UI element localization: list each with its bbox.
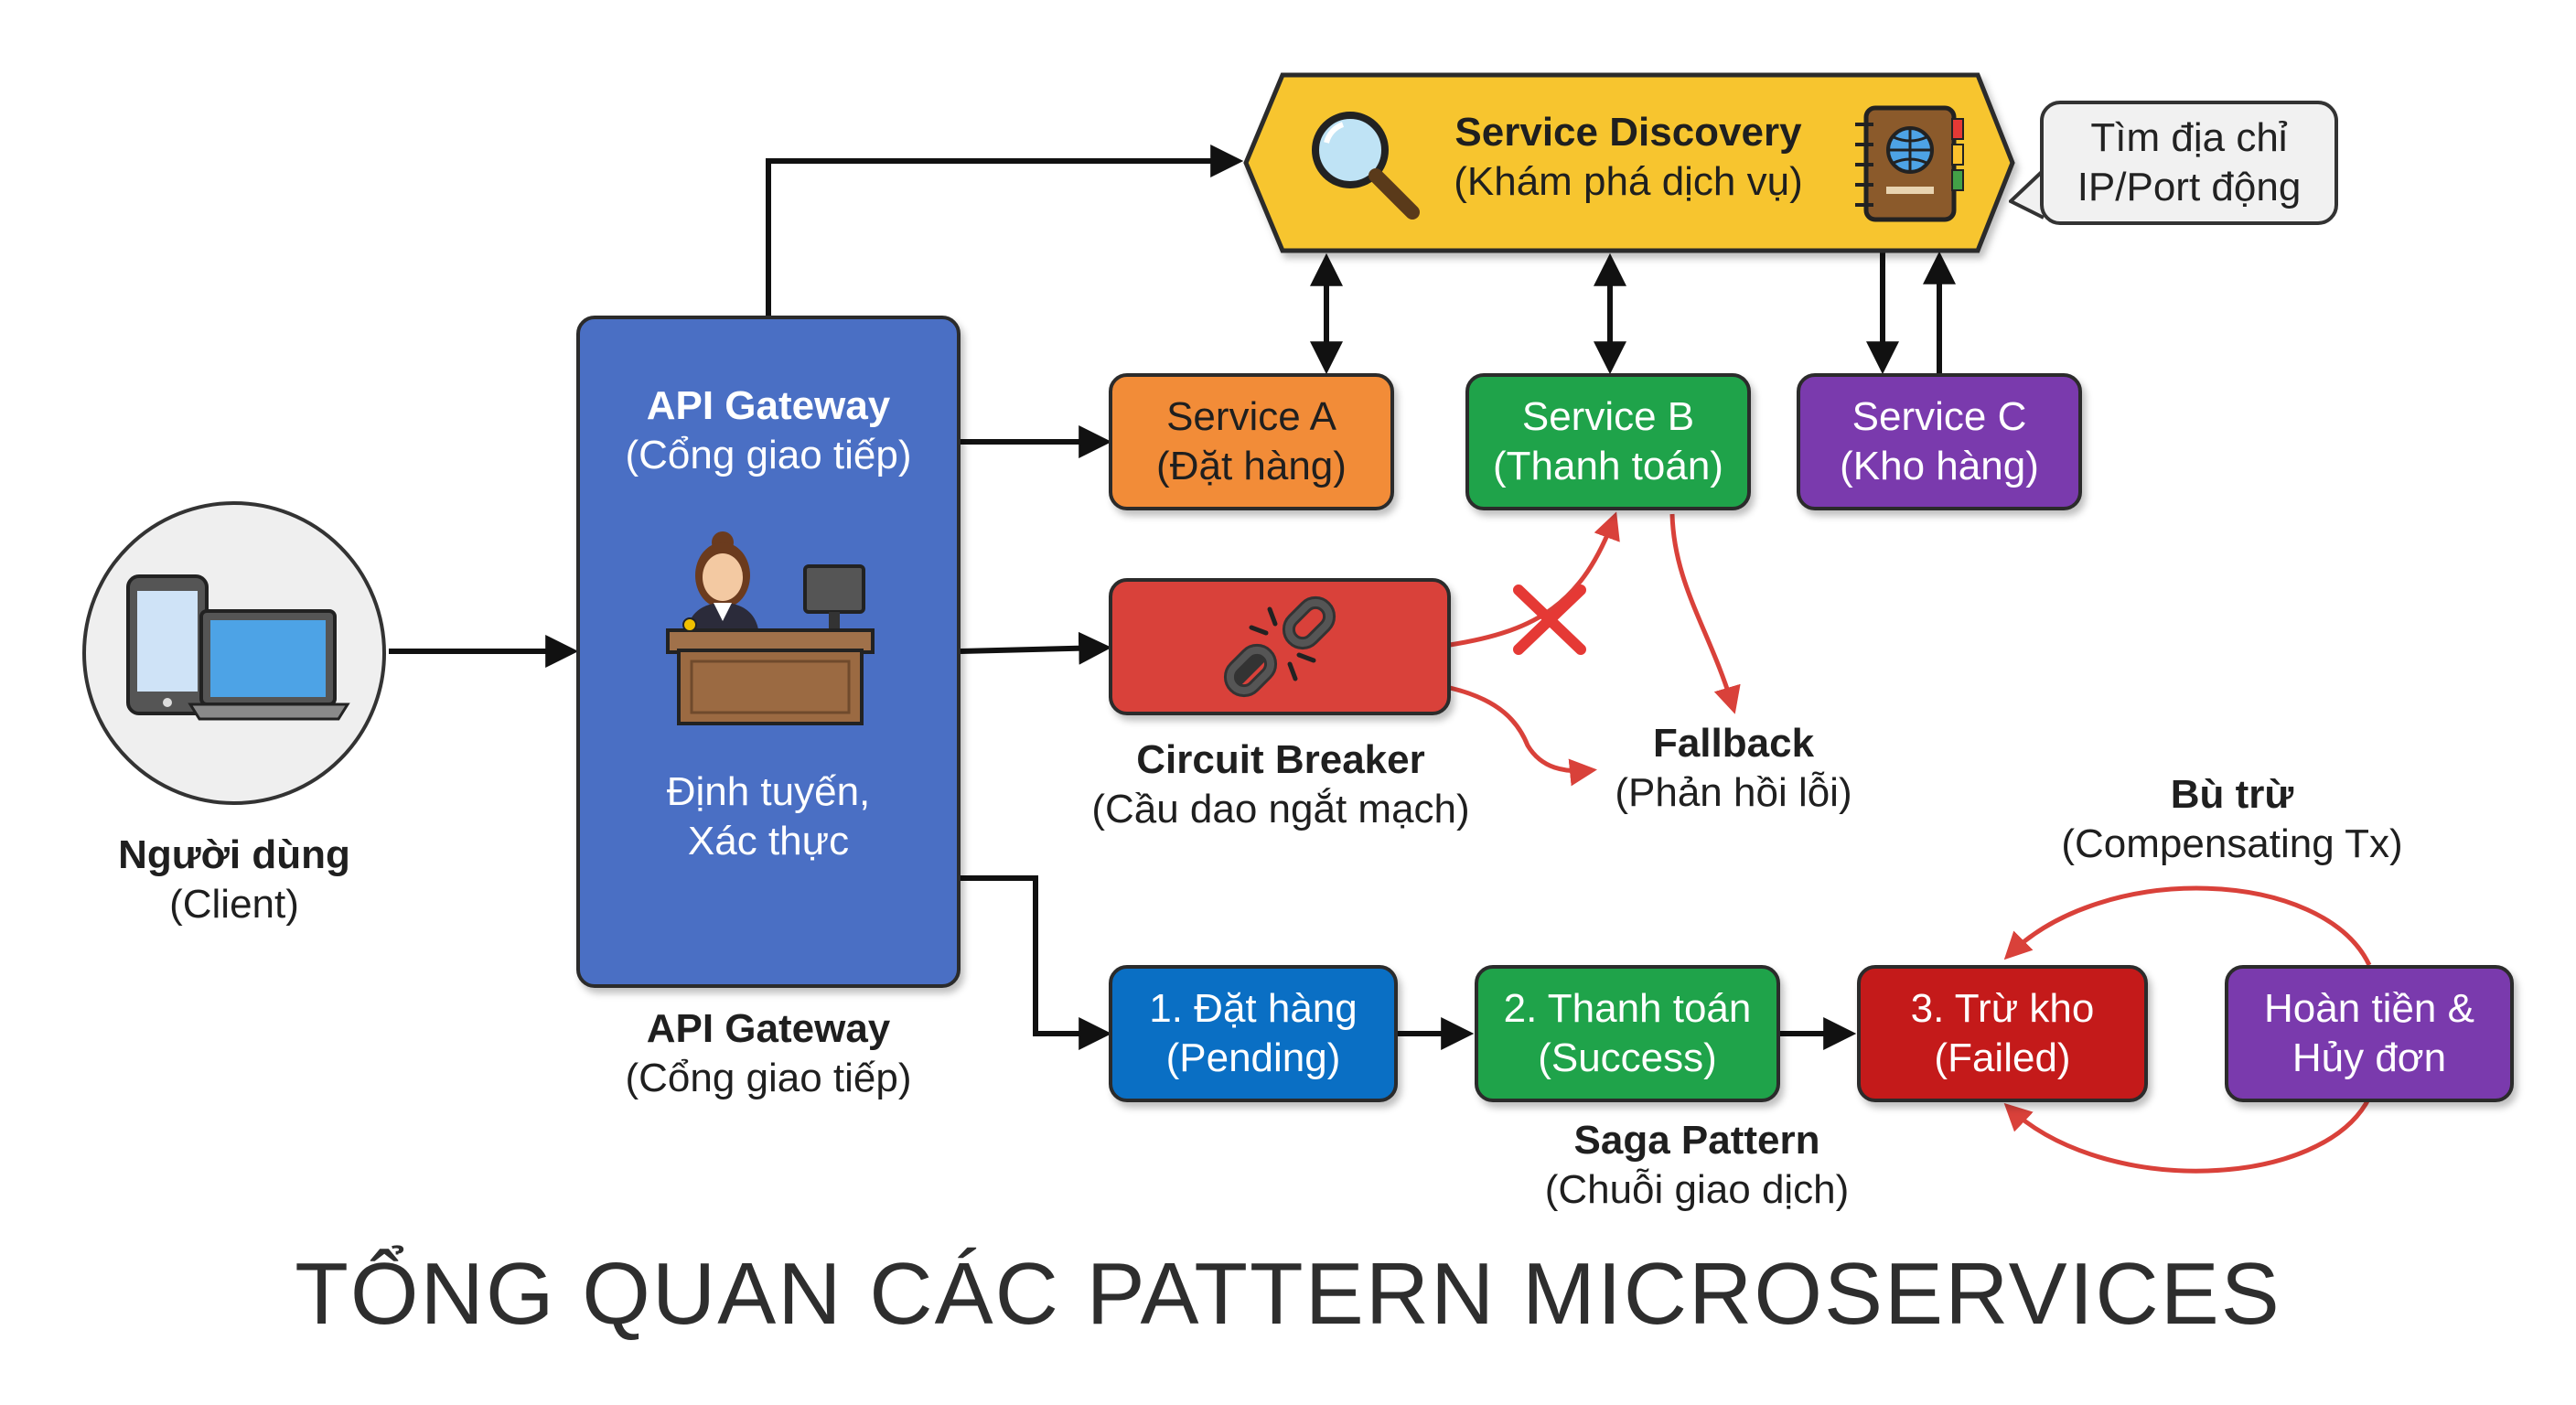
service-discovery-shape [1243,72,2015,253]
saga-title: Saga Pattern [1573,1118,1820,1163]
broken-chain-icon [1223,595,1336,698]
gateway-desc-line1: Định tuyến, [666,769,871,814]
address-book-icon [1855,105,1964,222]
service-b-name: Service B [1521,394,1695,439]
discovery-subtitle: (Khám phá dịch vụ) [1454,159,1803,204]
saga-step-1-box: 1. Đặt hàng (Pending) [1109,965,1398,1102]
service-a-box: Service A (Đặt hàng) [1109,373,1394,510]
saga-step-2-box: 2. Thanh toán (Success) [1475,965,1780,1102]
client-subtitle: (Client) [169,882,299,927]
circuit-breaker-box [1109,578,1451,715]
arrow-compensation-to-step-3-bottom [2003,1096,2372,1174]
saga-subtitle: (Chuỗi giao dịch) [1544,1167,1850,1212]
fallback-subtitle: (Phản hồi lỗi) [1615,770,1852,815]
service-a-name: Service A [1166,394,1336,439]
saga-step-2-line2: (Success) [1538,1035,1717,1080]
arrow-breaker-to-fallback [1449,685,1597,787]
circuit-breaker-label: Circuit Breaker (Cầu dao ngắt mạch) [1052,735,1509,834]
discovery-note-line2: IP/Port động [2077,165,2302,209]
arrow-gateway-to-discovery [766,145,1244,316]
gateway-caption-title: API Gateway [646,1006,891,1051]
client-title: Người dùng [118,832,350,877]
discovery-title: Service Discovery [1454,110,1802,155]
arrow-service-b-to-fallback [1669,513,1741,714]
discovery-text: Service Discovery (Khám phá dịch vụ) [1427,108,1830,207]
compensation-line1: Hoàn tiền & [2264,986,2474,1031]
saga-step-1-line2: (Pending) [1165,1035,1341,1080]
fallback-label: Fallback (Phản hồi lỗi) [1573,719,1894,818]
gateway-desc-line2: Xác thực [687,819,850,863]
compensation-title: Bù trừ [2170,772,2294,817]
arrow-breaker-to-service-b [1449,511,1620,648]
arrow-gateway-to-circuit-breaker [960,631,1112,665]
magnifier-icon [1312,112,1420,220]
saga-step-1-line1: 1. Đặt hàng [1149,986,1358,1031]
compensation-box: Hoàn tiền & Hủy đơn [2225,965,2514,1102]
page-title: TỔNG QUAN CÁC PATTERN MICROSERVICES [295,1245,2281,1343]
gateway-title: API Gateway [646,383,891,428]
circuit-breaker-title: Circuit Breaker [1136,737,1425,782]
arrow-gateway-to-saga [961,875,1112,1050]
compensation-label: Bù trừ (Compensating Tx) [2012,770,2452,869]
service-b-box: Service B (Thanh toán) [1465,373,1751,510]
saga-step-3-box: 3. Trừ kho (Failed) [1857,965,2148,1102]
note-bubble-tail [2009,168,2045,220]
service-a-desc: (Đặt hàng) [1156,444,1347,488]
service-c-name: Service C [1852,394,2027,439]
compensation-line2: Hủy đơn [2292,1035,2447,1080]
service-c-desc: (Kho hàng) [1840,444,2039,488]
service-b-desc: (Thanh toán) [1493,444,1723,488]
compensation-subtitle: (Compensating Tx) [2061,821,2403,866]
client-label: Người dùng (Client) [88,831,381,929]
api-gateway-box: API Gateway (Cổng giao tiếp) Định tuyến,… [576,316,961,988]
saga-step-3-line1: 3. Trừ kho [1910,986,2095,1031]
discovery-note-bubble: Tìm địa chỉ IP/Port động [2040,101,2338,225]
devices-icon [126,574,350,721]
failure-x-icon [1513,585,1586,655]
saga-label: Saga Pattern (Chuỗi giao dịch) [1482,1116,1912,1215]
service-c-box: Service C (Kho hàng) [1797,373,2082,510]
circuit-breaker-subtitle: (Cầu dao ngắt mạch) [1091,787,1470,831]
saga-step-2-line1: 2. Thanh toán [1503,986,1752,1031]
client-node [82,501,386,805]
receptionist-icon [666,531,875,725]
gateway-subtitle: (Cổng giao tiếp) [625,433,912,477]
gateway-caption: API Gateway (Cổng giao tiếp) [576,1004,961,1103]
saga-step-3-line2: (Failed) [1934,1035,2071,1080]
discovery-note-line1: Tìm địa chỉ [2090,115,2288,160]
fallback-title: Fallback [1652,721,1815,766]
arrow-compensation-to-step-3-top [2003,885,2372,967]
gateway-caption-subtitle: (Cổng giao tiếp) [625,1056,912,1100]
